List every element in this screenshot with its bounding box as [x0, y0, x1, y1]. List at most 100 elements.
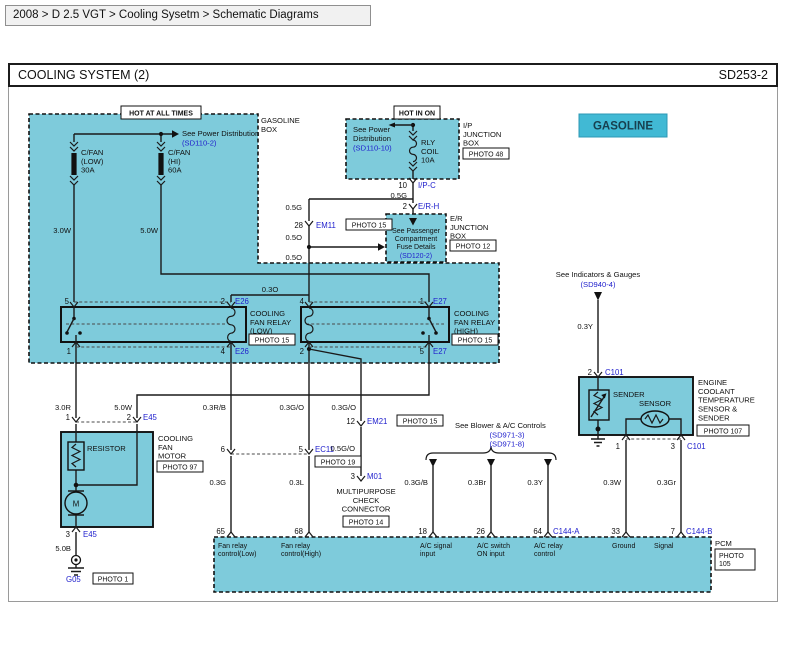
- c101-conn-bot[interactable]: C101: [687, 442, 706, 451]
- er-box-ref[interactable]: (SD120-2): [400, 253, 432, 260]
- ip-pin10: 10: [398, 181, 407, 190]
- gasoline-badge: GASOLINE: [578, 113, 668, 138]
- erh-conn[interactable]: E/R-H: [418, 202, 439, 211]
- ip-see-power-ref[interactable]: (SD110-10): [353, 144, 392, 153]
- sender-label: SENDER: [613, 390, 645, 399]
- svg-text:PHOTO 15[interactable]: PHOTO 15: [403, 418, 438, 425]
- em21-conn[interactable]: EM21: [367, 417, 387, 426]
- see-blower-ac: See Blower & A/C Controls: [455, 421, 546, 430]
- rly-coil: [408, 130, 418, 172]
- pcm-pin-64: 64: [533, 527, 542, 536]
- svg-text:PHOTO 12[interactable]: PHOTO 12: [456, 243, 491, 250]
- page-code: SD253-2: [718, 68, 768, 82]
- arrows: [172, 122, 602, 467]
- photo-12[interactable]: PHOTO 12: [449, 239, 497, 252]
- pcm-name: PCM: [715, 539, 732, 548]
- photo-1[interactable]: PHOTO 1: [92, 572, 134, 585]
- see-blower-ref1[interactable]: (SD971-3): [489, 431, 524, 440]
- svg-text:PHOTO 48[interactable]: PHOTO 48: [469, 151, 504, 158]
- photo-97[interactable]: PHOTO 97: [156, 460, 204, 473]
- m01-pin3: 3: [351, 472, 355, 481]
- svg-text:PHOTO 14[interactable]: PHOTO 14: [349, 519, 384, 526]
- resistor-symbol: [67, 441, 85, 471]
- wire-03go-1: 0.3G/O: [280, 403, 305, 412]
- relay-high-pin2: 2: [300, 347, 304, 356]
- e45-conn[interactable]: E45: [143, 413, 158, 422]
- wire-03gr: 0.3Gr: [657, 478, 676, 487]
- wire-03gb: 0.3G/B: [404, 478, 428, 487]
- photo-48[interactable]: PHOTO 48: [462, 147, 510, 160]
- wire-50w-motor: 5.0W: [114, 403, 133, 412]
- fuse-cfan-hi-label: C/FAN(HI)60A: [168, 148, 190, 175]
- c101-conn[interactable]: C101: [605, 368, 624, 377]
- photo-107[interactable]: PHOTO 107: [696, 424, 750, 437]
- motor-m: M: [73, 500, 80, 509]
- e45-pin-chevrons: [71, 416, 142, 423]
- see-indicators-ref[interactable]: (SD940-4): [580, 280, 615, 289]
- pcm-label-signal: Signal: [654, 543, 674, 550]
- relay-low-conn-top[interactable]: E26: [235, 297, 249, 306]
- wire-03go-2: 0.3G/O: [332, 403, 357, 412]
- ac-arrow-2: [487, 459, 495, 467]
- ec11-pin6: 6: [221, 445, 225, 454]
- photo-15-em21[interactable]: PHOTO 15: [396, 414, 444, 427]
- wire-03br: 0.3Br: [468, 478, 487, 487]
- photo-15-em11[interactable]: PHOTO 15: [345, 218, 393, 231]
- ip-see-power-arrow: [388, 122, 395, 128]
- er-junction-box: [385, 213, 447, 263]
- ip-conn[interactable]: I/P-C: [418, 181, 436, 190]
- junction-dots: [73, 122, 601, 488]
- c101-pin-chevrons: [621, 434, 686, 441]
- see-power-distribution-ref[interactable]: (SD110-2): [182, 139, 217, 148]
- photo-15-relay-low[interactable]: PHOTO 15: [248, 333, 296, 346]
- ec11-pin5: 5: [299, 445, 304, 454]
- relay-high-pin4: 4: [300, 297, 305, 306]
- relay-low-conn-bot[interactable]: E26: [235, 347, 249, 356]
- wire-30r: 3.0R: [55, 403, 72, 412]
- relay-high-conn-top[interactable]: E27: [433, 297, 447, 306]
- c144a-conn[interactable]: C144-A: [553, 527, 580, 536]
- see-blower-ref2[interactable]: (SD971-8): [489, 440, 524, 449]
- sensor-label: SENSOR: [639, 399, 672, 408]
- svg-text:PHOTO 19[interactable]: PHOTO 19: [321, 459, 356, 466]
- svg-text:PHOTO 15[interactable]: PHOTO 15: [352, 222, 387, 229]
- photo-15-relay-high[interactable]: PHOTO 15: [451, 333, 499, 346]
- relay-high-conn-bot[interactable]: E27: [433, 347, 447, 356]
- breadcrumb-text: 2008 > D 2.5 VGT > Cooling Sysetm > Sche…: [13, 9, 319, 21]
- relay-low-pin5: 5: [65, 297, 70, 306]
- wire-50b: 5.0B: [55, 544, 71, 553]
- ec11-conn[interactable]: EC11: [315, 445, 334, 454]
- c144b-conn[interactable]: C144-B: [686, 527, 712, 536]
- pcm-pin-26: 26: [476, 527, 485, 536]
- em11-conn[interactable]: EM11: [316, 221, 336, 230]
- resistor-label: RESISTOR: [87, 444, 126, 453]
- photo-14[interactable]: PHOTO 14: [342, 515, 390, 528]
- ground-symbol-g05: [68, 554, 84, 576]
- schematic: HOT AT ALL TIMES HOT IN ON GASOLINE GASO…: [28, 105, 756, 593]
- svg-text:PHOTO 15[interactable]: PHOTO 15: [458, 337, 493, 344]
- see-indicators: See Indicators & Gauges: [556, 270, 641, 279]
- cooling-fan-relay-high: [300, 306, 450, 343]
- wire-03y-ac: 0.3Y: [527, 478, 543, 487]
- wire-03o: 0.3O: [262, 285, 279, 294]
- svg-text:PHOTO 1[interactable]: PHOTO 1: [98, 576, 129, 583]
- wire-03rb: 0.3R/B: [203, 403, 226, 412]
- svg-text:PHOTO 107[interactable]: PHOTO 107: [704, 428, 742, 435]
- svg-text:PHOTO 15[interactable]: PHOTO 15: [255, 337, 290, 344]
- photo-19[interactable]: PHOTO 19: [314, 455, 362, 468]
- g05-label[interactable]: G05: [66, 575, 81, 584]
- e45-conn3[interactable]: E45: [83, 530, 98, 539]
- svg-text:PHOTO 97[interactable]: PHOTO 97: [163, 464, 198, 471]
- m01-conn[interactable]: M01: [367, 472, 382, 481]
- wire-50w: 5.0W: [140, 226, 159, 235]
